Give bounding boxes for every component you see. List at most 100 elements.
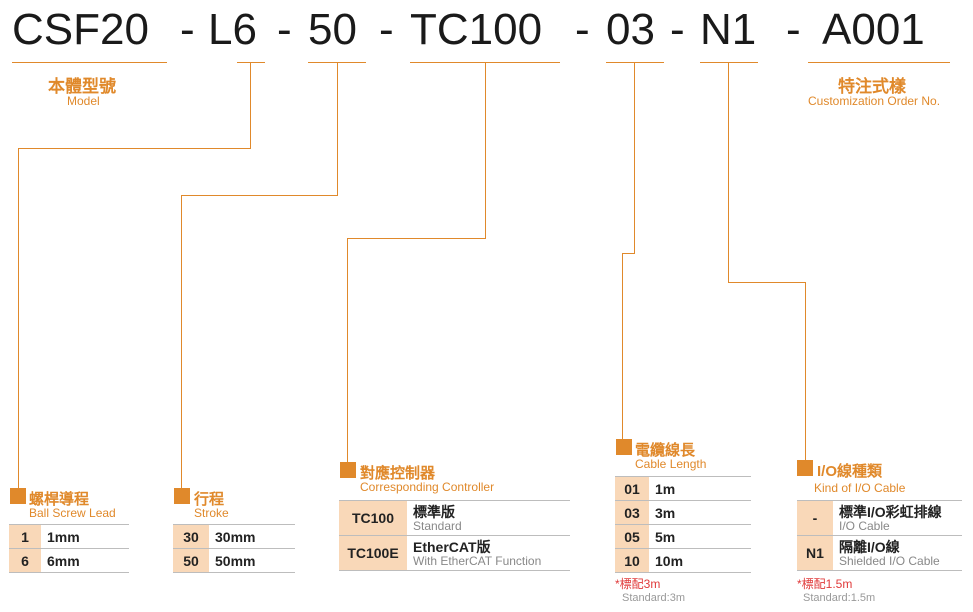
cable-title-zh: 電纜線長 <box>635 442 696 459</box>
table-row: N1 隔離I/O線 Shielded I/O Cable <box>797 535 962 571</box>
option-code: TC100 <box>339 500 407 536</box>
option-value: 30mm <box>209 524 295 549</box>
option-code: 03 <box>615 500 649 525</box>
connector-cable <box>622 253 623 439</box>
connector-stroke <box>181 195 182 488</box>
connector-stroke <box>337 62 338 196</box>
connector-io <box>728 62 729 283</box>
table-row: TC100E EtherCAT版 With EtherCAT Function <box>339 535 570 571</box>
stroke-title-en: Stroke <box>194 506 229 520</box>
cable-note: *標配3m <box>615 577 661 591</box>
connector-controller <box>347 238 486 239</box>
option-value: 3m <box>649 500 751 525</box>
connector-stroke <box>181 195 338 196</box>
option-code: 10 <box>615 548 649 573</box>
bullet-square <box>174 488 190 504</box>
stroke-table: 30 30mm 50 50mm <box>173 524 295 573</box>
code-lead: L6 <box>208 5 257 54</box>
bullet-square <box>10 488 26 504</box>
separator: - <box>180 5 195 54</box>
model-label-en: Model <box>67 94 100 108</box>
option-value: 10m <box>649 548 751 573</box>
io-title-zh: I/O線種類 <box>817 463 883 480</box>
code-controller: TC100 <box>410 5 543 54</box>
io-note-en: Standard:1.5m <box>803 592 876 604</box>
connector-lead <box>18 148 251 149</box>
connector-lead <box>18 148 19 488</box>
lead-title-en: Ball Screw Lead <box>29 506 116 520</box>
controller-table: TC100 標準版 Standard TC100E EtherCAT版 With… <box>339 500 570 571</box>
option-value: 1mm <box>41 524 129 549</box>
option-code: - <box>797 500 833 536</box>
cable-table: 01 1m 03 3m 05 5m 10 10m <box>615 476 751 573</box>
option-value: 50mm <box>209 548 295 573</box>
bullet-square <box>797 460 813 476</box>
option-code: TC100E <box>339 535 407 571</box>
option-value-en: With EtherCAT Function <box>413 553 542 568</box>
table-row: 01 1m <box>615 476 751 501</box>
underline-custom <box>808 62 950 63</box>
connector-io <box>728 282 806 283</box>
bullet-square <box>340 462 356 478</box>
option-value: 6mm <box>41 548 129 573</box>
code-custom: A001 <box>822 5 925 54</box>
io-table: - 標準I/O彩虹排線 I/O Cable N1 隔離I/O線 Shielded… <box>797 500 962 571</box>
option-code: 50 <box>173 548 209 573</box>
option-value: 1m <box>649 476 751 501</box>
table-row: 50 50mm <box>173 548 295 573</box>
underline-model <box>12 62 167 63</box>
option-value: 5m <box>649 524 751 549</box>
connector-cable <box>622 253 635 254</box>
cable-title-en: Cable Length <box>635 457 707 471</box>
option-code: 1 <box>9 524 41 549</box>
option-code: 05 <box>615 524 649 549</box>
lead-title-zh: 螺桿導程 <box>29 491 90 508</box>
underline-io <box>700 62 758 63</box>
controller-title-en: Corresponding Controller <box>360 480 495 494</box>
connector-controller <box>347 238 348 462</box>
connector-lead <box>250 62 251 149</box>
option-code: N1 <box>797 535 833 571</box>
option-value-en: Shielded I/O Cable <box>839 553 940 568</box>
option-value: 標準I/O彩虹排線 I/O Cable <box>833 500 962 536</box>
lead-table: 1 1mm 6 6mm <box>9 524 129 573</box>
table-row: 05 5m <box>615 524 751 549</box>
bullet-square <box>616 439 632 455</box>
io-note: *標配1.5m <box>797 577 853 591</box>
option-value-zh: 隔離I/O線 <box>839 538 900 555</box>
option-value: EtherCAT版 With EtherCAT Function <box>407 535 570 571</box>
option-value-en: Standard <box>413 518 462 533</box>
separator: - <box>786 5 801 54</box>
underline-lead <box>237 62 265 63</box>
option-value-zh: EtherCAT版 <box>413 538 491 555</box>
separator: - <box>379 5 394 54</box>
option-value: 標準版 Standard <box>407 500 570 536</box>
model-label-zh: 本體型號 <box>48 77 116 96</box>
table-row: 30 30mm <box>173 524 295 549</box>
option-code: 01 <box>615 476 649 501</box>
option-code: 6 <box>9 548 41 573</box>
code-cable: 03 <box>606 5 655 54</box>
table-row: 6 6mm <box>9 548 129 573</box>
table-row: - 標準I/O彩虹排線 I/O Cable <box>797 500 962 536</box>
code-stroke: 50 <box>308 5 357 54</box>
separator: - <box>277 5 292 54</box>
io-title-en: Kind of I/O Cable <box>814 481 906 495</box>
table-row: TC100 標準版 Standard <box>339 500 570 536</box>
option-value-zh: 標準版 <box>413 503 455 520</box>
connector-io <box>805 282 806 460</box>
option-value-zh: 標準I/O彩虹排線 <box>839 503 942 520</box>
connector-cable <box>634 62 635 254</box>
option-value-en: I/O Cable <box>839 518 890 533</box>
connector-controller <box>485 62 486 239</box>
option-value: 隔離I/O線 Shielded I/O Cable <box>833 535 962 571</box>
code-model: CSF20 <box>12 5 149 54</box>
underline-cable <box>606 62 664 63</box>
custom-label-zh: 特注式樣 <box>838 77 906 96</box>
stroke-title-zh: 行程 <box>194 491 225 508</box>
table-row: 1 1mm <box>9 524 129 549</box>
table-row: 03 3m <box>615 500 751 525</box>
separator: - <box>575 5 590 54</box>
code-io: N1 <box>700 5 757 54</box>
controller-title-zh: 對應控制器 <box>360 465 436 482</box>
